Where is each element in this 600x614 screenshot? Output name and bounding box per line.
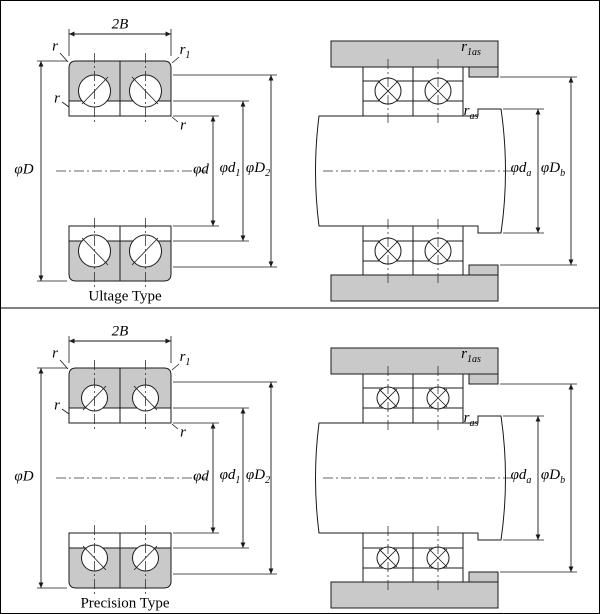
- sectional-view: [37, 336, 277, 596]
- ext-lines-phiDb: [500, 383, 577, 573]
- ext-lines-phiD2: [173, 381, 277, 575]
- mounted-view: [315, 40, 577, 302]
- dim-label-phi-da: φda: [510, 467, 532, 486]
- housing-lower: [330, 581, 499, 609]
- precision-drawing: [37, 336, 577, 609]
- dim-label-phi-d: φd: [193, 161, 209, 178]
- centerlines: [56, 360, 206, 596]
- dim-label-r-inner: r: [54, 90, 60, 107]
- housing-shoulder-lower: [468, 571, 499, 583]
- dim-label-r-right: r: [180, 424, 186, 441]
- ext-lines-phiDb: [500, 76, 577, 266]
- housing-upper: [330, 347, 499, 375]
- dim-label-r-right: r: [180, 117, 186, 134]
- panel-caption-ultage: Ultage Type: [88, 288, 162, 305]
- housing-shoulder-lower: [468, 264, 499, 276]
- dim-label-phi-d1: φd1: [219, 160, 241, 179]
- dim-label-r-inner: r: [54, 397, 60, 414]
- shaft: [315, 108, 506, 234]
- dim-label-phi-Db: φDb: [540, 467, 566, 486]
- contact-angle-lines: [81, 76, 159, 266]
- chamfer-leaders: [59, 52, 180, 123]
- dim-label-r1as: r1as: [461, 346, 481, 365]
- housing-lower: [330, 274, 499, 302]
- dim-label-phi-D: φD: [14, 161, 34, 178]
- dim-label-phi-D: φD: [14, 468, 34, 485]
- dim-label-phi-Db: φDb: [540, 160, 566, 179]
- dim-label-r-top: r: [52, 345, 58, 362]
- dim-label-2b: 2B: [111, 323, 129, 340]
- ext-lines-phid1: [173, 407, 249, 549]
- chamfer-leaders: [59, 359, 180, 430]
- dim-label-phi-D2: φD2: [245, 160, 271, 179]
- housing-shoulder-upper: [468, 373, 499, 385]
- dim-label-phi-d1: φd1: [219, 467, 241, 486]
- dim-label-phi-D2: φD2: [245, 467, 271, 486]
- ultage-drawing: [37, 29, 577, 302]
- dim-label-r1: r1: [179, 42, 191, 61]
- centerlines: [323, 59, 513, 283]
- dim-label-2b: 2B: [111, 16, 129, 33]
- ext-lines-phiD2: [173, 74, 277, 268]
- housing-shoulder-upper: [468, 66, 499, 78]
- dim-label-r-top: r: [52, 38, 58, 55]
- shaft: [315, 415, 506, 541]
- ext-lines-2b: [68, 29, 172, 56]
- dim-label-phi-d: φd: [193, 468, 209, 485]
- centerlines: [56, 53, 206, 289]
- ring-edges: [363, 67, 463, 275]
- dim-label-ras: ras: [463, 410, 479, 429]
- dim-label-ras: ras: [463, 103, 479, 122]
- ext-lines-phid1: [173, 100, 249, 242]
- ext-lines-2b: [68, 336, 172, 363]
- panel-caption-precision: Precision Type: [80, 595, 170, 612]
- dim-label-r1as: r1as: [461, 39, 481, 58]
- centerlines: [323, 366, 513, 590]
- sectional-view: [37, 29, 277, 289]
- ring-edges: [363, 374, 463, 582]
- dim-label-phi-da: φda: [510, 160, 532, 179]
- dim-label-r1: r1: [179, 349, 191, 368]
- mounted-view: [315, 347, 577, 609]
